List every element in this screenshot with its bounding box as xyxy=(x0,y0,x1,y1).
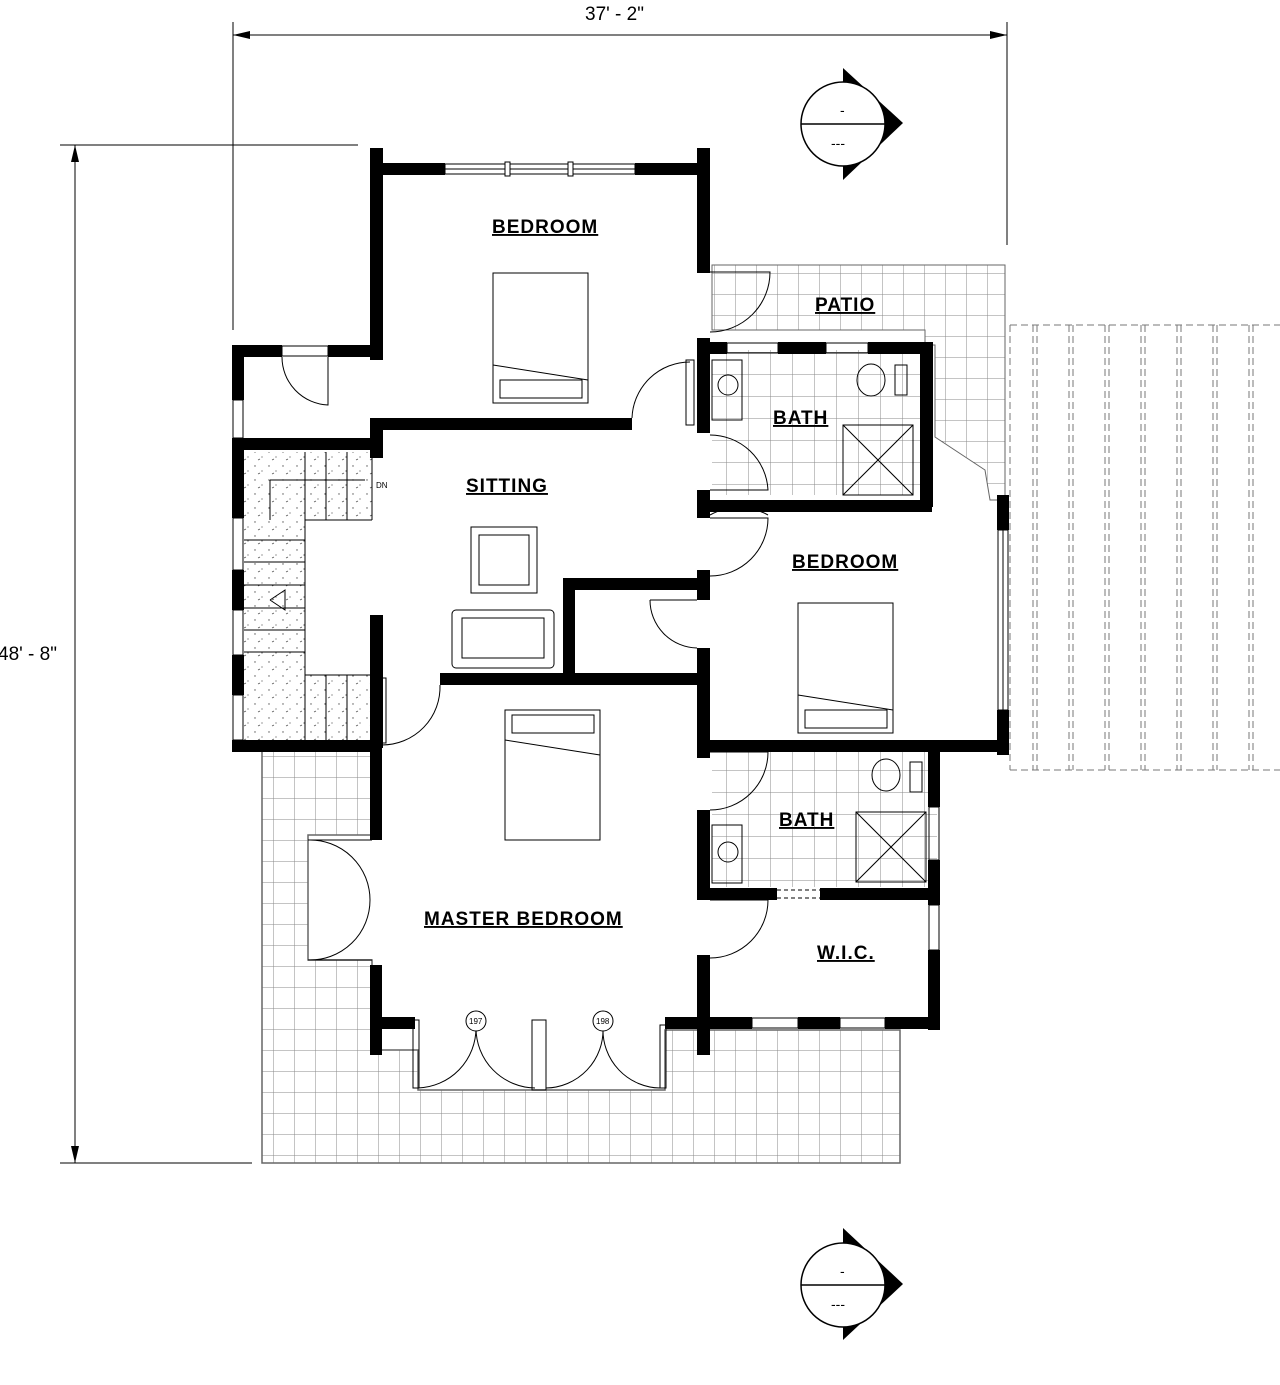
door-tag-198: 198 xyxy=(596,1017,610,1026)
room-label-bedroom-east: BEDROOM xyxy=(792,552,898,573)
terrace-tiles xyxy=(261,744,901,1164)
section-marker-top-number: - xyxy=(840,102,845,118)
section-marker-top-sheet: --- xyxy=(831,135,845,151)
door-tag-197: 197 xyxy=(469,1017,483,1026)
bath-upper-fixtures xyxy=(711,359,914,496)
room-label-master-bedroom: MASTER BEDROOM xyxy=(424,909,623,930)
room-label-wic: W.I.C. xyxy=(817,943,875,964)
room-label-sitting: SITTING xyxy=(466,476,548,497)
section-marker-bottom: - --- xyxy=(800,1228,903,1340)
patio-tiles xyxy=(711,264,1006,501)
bath-master-fixtures xyxy=(711,758,927,884)
room-label-bath-upper: BATH xyxy=(773,408,828,429)
section-marker-top: - --- xyxy=(800,68,903,180)
room-label-bedroom-north: BEDROOM xyxy=(492,217,598,238)
dimension-depth-label: 48' - 8" xyxy=(0,644,57,665)
room-label-bath-master: BATH xyxy=(779,810,834,831)
windows xyxy=(232,161,1009,1091)
stair: DN xyxy=(244,452,388,744)
section-marker-bottom-sheet: --- xyxy=(831,1296,845,1312)
bed-north xyxy=(492,272,589,404)
bed-east xyxy=(797,602,894,734)
doors xyxy=(281,271,820,1089)
room-label-patio: PATIO xyxy=(815,295,875,316)
sitting-table xyxy=(470,526,538,594)
stair-down-label: DN xyxy=(376,481,388,490)
section-marker-bottom-number: - xyxy=(840,1263,845,1279)
bed-master xyxy=(504,709,601,841)
sitting-sofa xyxy=(451,609,555,669)
dimension-depth: 48' - 8" xyxy=(0,144,358,1164)
dimension-width: 37' - 2" xyxy=(232,4,1008,330)
dimension-width-label: 37' - 2" xyxy=(585,4,644,25)
deck xyxy=(1009,324,1280,771)
walls xyxy=(232,148,1009,1055)
